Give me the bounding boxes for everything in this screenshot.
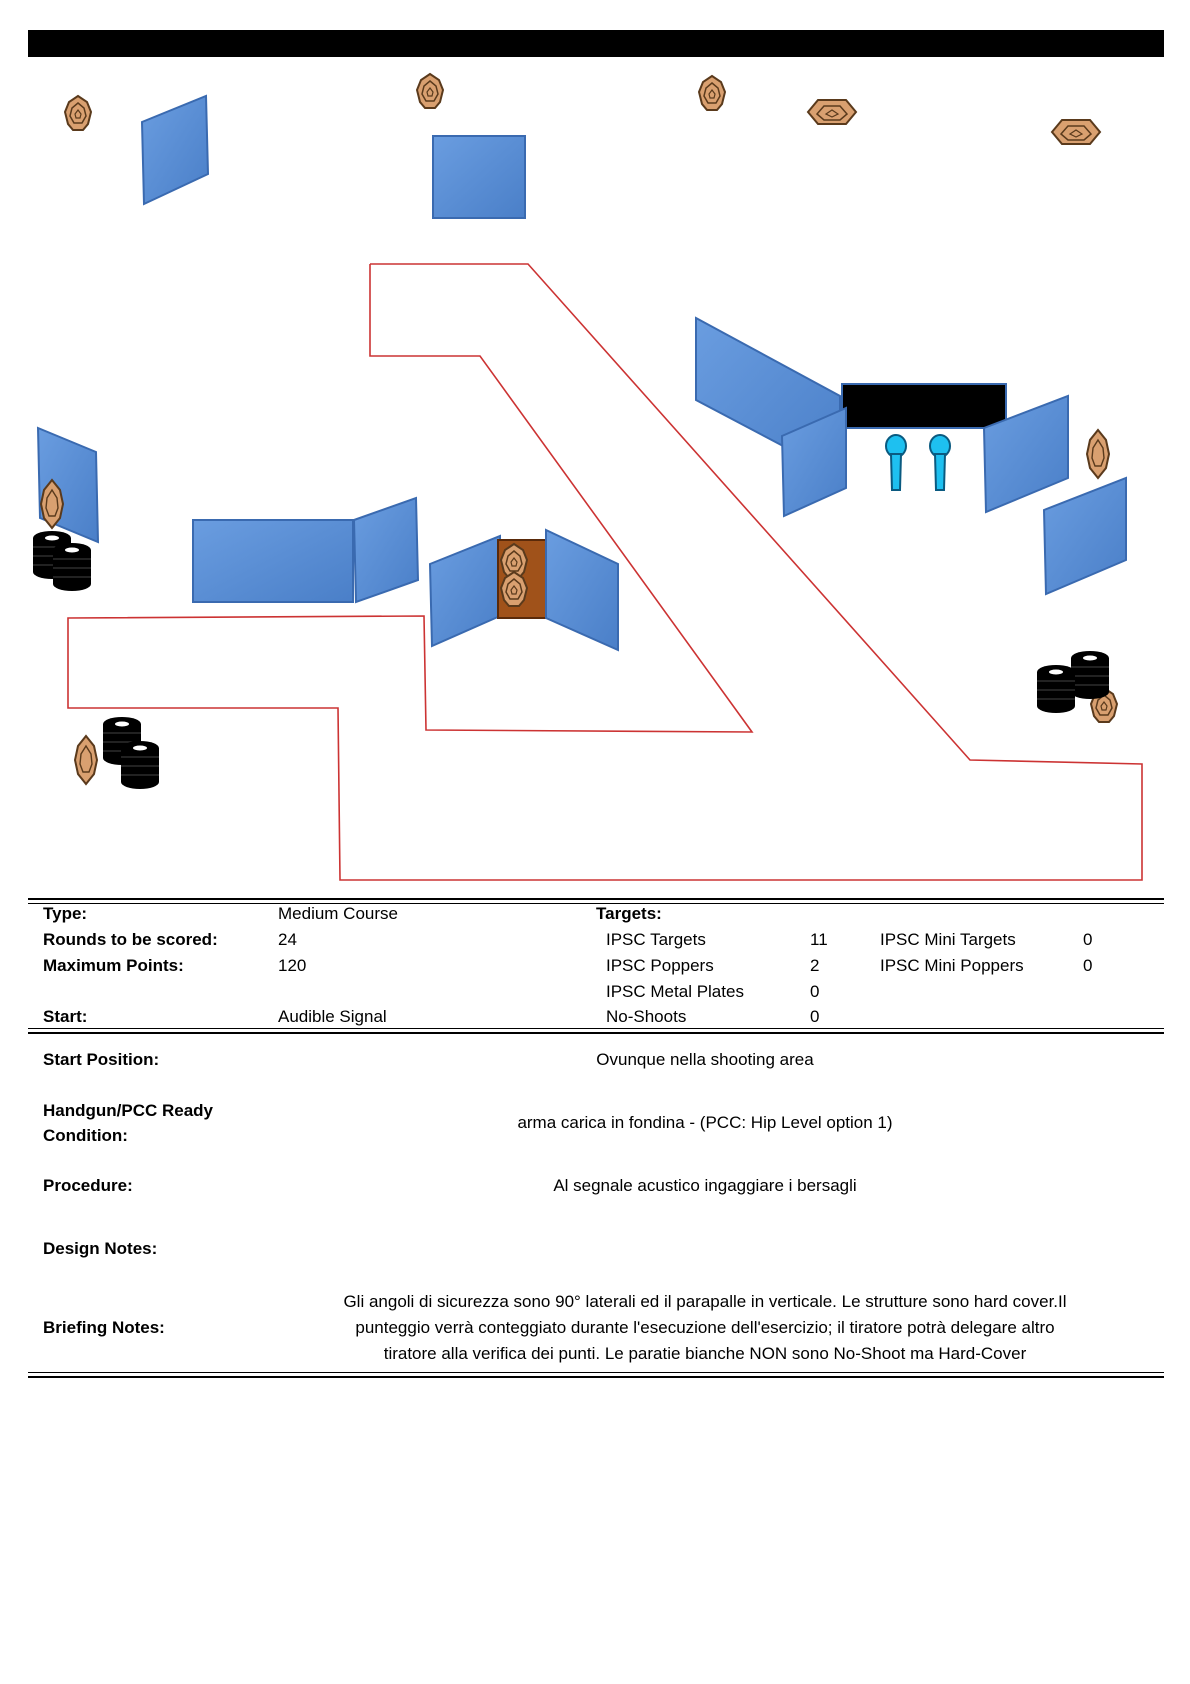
- target-count: 0: [810, 1007, 820, 1026]
- ipsc-target-icon: [74, 735, 98, 785]
- divider-mid-thin: [28, 1028, 1164, 1029]
- tire-stack-icon: [1070, 650, 1110, 700]
- tire-stack-icon: [1036, 664, 1076, 714]
- start-position-label: Start Position:: [43, 1050, 160, 1069]
- target-count: 11: [810, 930, 828, 949]
- walls: [36, 94, 1127, 652]
- briefing-notes-line: Gli angoli di sicurezza sono 90° lateral…: [343, 1292, 1067, 1311]
- ipsc-target-icon: [807, 99, 857, 125]
- type-value: Medium Course: [278, 904, 398, 923]
- divider-top: [28, 898, 1164, 900]
- popper-icon: [885, 434, 907, 491]
- rounds-value: 24: [278, 930, 297, 949]
- wall-panel-5: [352, 496, 420, 604]
- popper-icon: [929, 434, 951, 491]
- start-label: Start:: [43, 1007, 88, 1026]
- briefing-notes-label: Briefing Notes:: [43, 1318, 165, 1337]
- ipsc-target-icon: [698, 75, 726, 111]
- target-name: IPSC Metal Plates: [606, 982, 744, 1001]
- divider-bottom: [28, 1376, 1164, 1378]
- fault-line-central: [67, 263, 1143, 881]
- target-name: No-Shoots: [606, 1007, 687, 1026]
- mini-target-count: 0: [1083, 930, 1093, 949]
- briefing-notes-line: punteggio verrà conteggiato durante l'es…: [355, 1318, 1055, 1337]
- wall-panel-1: [140, 94, 210, 206]
- wall-panel-4: [192, 519, 354, 603]
- mini-target-name: IPSC Mini Targets: [880, 930, 1016, 949]
- wall-panel-7: [545, 528, 619, 652]
- ready-label-line2: Condition:: [43, 1126, 128, 1145]
- briefing-notes-line: tiratore alla verifica dei punti. Le par…: [383, 1344, 1027, 1363]
- poppers: [885, 434, 951, 491]
- start-position-value: Ovunque nella shooting area: [596, 1050, 814, 1069]
- wall-panel-11: [1042, 476, 1127, 596]
- type-label: Type:: [43, 904, 88, 923]
- ipsc-target-icon: [1086, 429, 1110, 479]
- divider-mid: [28, 1032, 1164, 1034]
- ipsc-target-icon: [1051, 119, 1101, 145]
- target-count: 0: [810, 982, 820, 1001]
- divider-bottom-thin: [28, 1372, 1164, 1373]
- target-count: 2: [810, 956, 820, 975]
- wall-panel-10: [982, 394, 1069, 514]
- wall-panel-9: [780, 406, 847, 518]
- stage-diagram: [32, 73, 1143, 881]
- tire-stack-icon: [52, 542, 92, 592]
- design-notes-label: Design Notes:: [43, 1239, 158, 1258]
- mini-target-count: 0: [1083, 956, 1093, 975]
- maxpoints-label: Maximum Points:: [43, 956, 184, 975]
- wall-panel-dark: [841, 383, 1007, 429]
- targets-label: Targets:: [596, 904, 662, 923]
- tire-stack-icon: [120, 740, 160, 790]
- rounds-label: Rounds to be scored:: [43, 930, 218, 949]
- procedure-value: Al segnale acustico ingaggiare i bersagl…: [553, 1176, 857, 1195]
- mini-target-name: IPSC Mini Poppers: [880, 956, 1024, 975]
- wall-panel-6: [428, 534, 501, 648]
- target-name: IPSC Targets: [606, 930, 706, 949]
- ready-value: arma carica in fondina - (PCC: Hip Level…: [517, 1113, 893, 1132]
- ready-label-line1: Handgun/PCC Ready: [43, 1101, 214, 1120]
- target-name: IPSC Poppers: [606, 956, 714, 975]
- wall-panel-2: [432, 135, 526, 219]
- divider-top-thin: [28, 903, 1164, 904]
- procedure-label: Procedure:: [43, 1176, 133, 1195]
- ipsc-target-icon: [500, 571, 528, 607]
- fault-lines: [67, 263, 1143, 881]
- start-value: Audible Signal: [278, 1007, 387, 1026]
- maxpoints-value: 120: [278, 956, 307, 975]
- title-bar: [28, 30, 1164, 57]
- ipsc-target-icon: [416, 73, 444, 109]
- ipsc-target-icon: [64, 95, 92, 131]
